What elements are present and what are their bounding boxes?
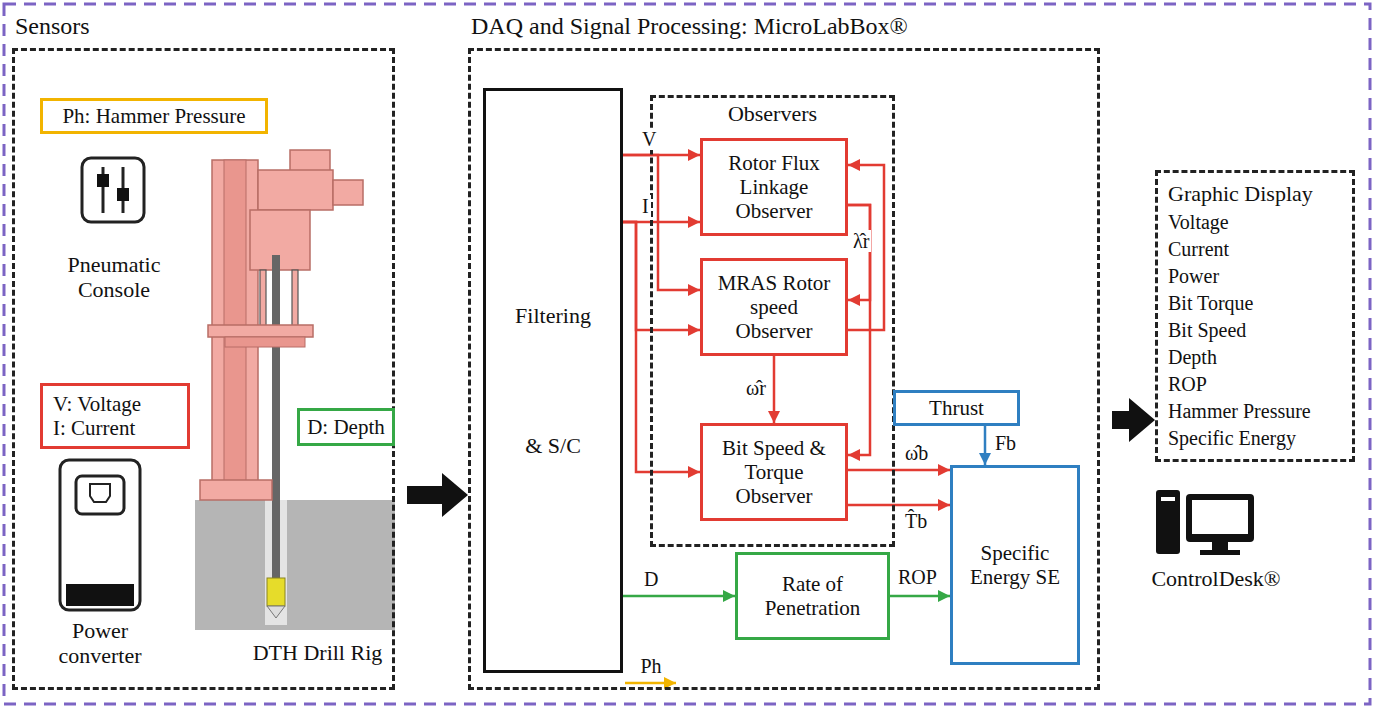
observer-group: Rotor Flux Linkage ObserverMRAS Rotor sp… bbox=[650, 95, 895, 547]
display-item: ROP bbox=[1168, 371, 1342, 398]
signal-connector bbox=[890, 595, 950, 598]
display-group: Graphic DisplayVoltageCurrentPowerBit To… bbox=[1155, 170, 1355, 462]
display-item: Hammer Pressure bbox=[1168, 398, 1342, 425]
daq-group: Filtering & S/C Rotor Flux Linkage Observ… bbox=[468, 48, 1100, 690]
display-item: Bit Torque bbox=[1168, 290, 1342, 317]
drill-rig-illustration bbox=[195, 150, 395, 630]
signal-connector bbox=[623, 222, 700, 330]
observer-box: Bit Speed & Torque Observer bbox=[700, 423, 848, 521]
box-label: Rate of Penetration bbox=[744, 572, 881, 620]
box-label: Rotor Flux Linkage Observer bbox=[709, 151, 839, 223]
pneumatic-console-icon bbox=[82, 158, 144, 222]
display-item: Current bbox=[1168, 236, 1342, 263]
signal-label: V bbox=[640, 128, 658, 150]
display-item: Voltage bbox=[1168, 209, 1342, 236]
flow-arrow bbox=[1112, 398, 1155, 442]
software-label: ControlDesk® bbox=[1146, 566, 1286, 591]
box-label: D: Depth bbox=[307, 415, 385, 439]
device-label: Pneumatic Console bbox=[50, 252, 178, 303]
input-box: Thrust bbox=[893, 390, 1020, 426]
process-box: Filtering & S/C bbox=[483, 88, 623, 673]
box-label: MRAS Rotor speed Observer bbox=[709, 271, 839, 343]
signal-label: ROP bbox=[896, 566, 939, 588]
box-label: Bit Speed & Torque Observer bbox=[709, 436, 839, 508]
box-label: V: Voltage bbox=[53, 392, 141, 416]
display-item: Depth bbox=[1168, 344, 1342, 371]
signal-connector bbox=[848, 205, 870, 300]
signal-label: Fb bbox=[993, 432, 1018, 454]
signal-box: D: Depth bbox=[297, 408, 395, 446]
group-heading: DAQ and Signal Processing: MicroLabBox® bbox=[471, 13, 908, 40]
pressure-signal-line bbox=[625, 682, 676, 685]
flow-arrow bbox=[407, 473, 468, 517]
box-label: Thrust bbox=[929, 396, 984, 420]
signal-label: ω̂r bbox=[744, 377, 768, 399]
signal-connector bbox=[623, 222, 700, 472]
signal-connector bbox=[623, 595, 735, 598]
box-label: Specific Energy SE bbox=[959, 541, 1071, 589]
box-label: Ph: Hammer Pressure bbox=[62, 104, 245, 128]
process-box: Specific Energy SE bbox=[950, 465, 1080, 665]
signal-label: D bbox=[642, 568, 660, 590]
process-box: Rate of Penetration bbox=[735, 552, 890, 640]
group-heading: Graphic Display bbox=[1168, 179, 1342, 209]
signal-connector bbox=[848, 469, 950, 472]
outer-frame bbox=[4, 4, 1370, 704]
signal-label: ω̂b bbox=[903, 442, 930, 464]
device-label: Power converter bbox=[40, 618, 160, 669]
observer-box: MRAS Rotor speed Observer bbox=[700, 258, 848, 356]
device-label: DTH Drill Rig bbox=[240, 640, 395, 665]
signal-box: V: VoltageI: Current bbox=[40, 383, 190, 449]
signal-label: I bbox=[640, 195, 651, 217]
observer-box: Rotor Flux Linkage Observer bbox=[700, 138, 848, 236]
display-item: Bit Speed bbox=[1168, 317, 1342, 344]
signal-box: Ph: Hammer Pressure bbox=[40, 98, 268, 134]
box-label: Filtering & S/C bbox=[515, 251, 591, 511]
signal-label: Ph bbox=[636, 655, 666, 678]
signal-label: T̂b bbox=[903, 510, 929, 532]
display-item: Specific Energy bbox=[1168, 425, 1342, 452]
computer-icon bbox=[1156, 490, 1254, 555]
group-heading: Sensors bbox=[15, 13, 90, 40]
box-label: I: Current bbox=[53, 416, 135, 440]
power-converter-icon bbox=[60, 460, 140, 610]
signal-connector bbox=[773, 356, 776, 423]
display-item: Power bbox=[1168, 263, 1342, 290]
group-heading: Observers bbox=[653, 101, 892, 127]
sensor-group: Ph: Hammer PressureV: VoltageI: CurrentD… bbox=[12, 48, 395, 690]
signal-connector bbox=[848, 504, 950, 507]
signal-label: λ̂r bbox=[851, 230, 871, 252]
signal-connector bbox=[848, 165, 884, 330]
signal-connector bbox=[984, 426, 987, 465]
